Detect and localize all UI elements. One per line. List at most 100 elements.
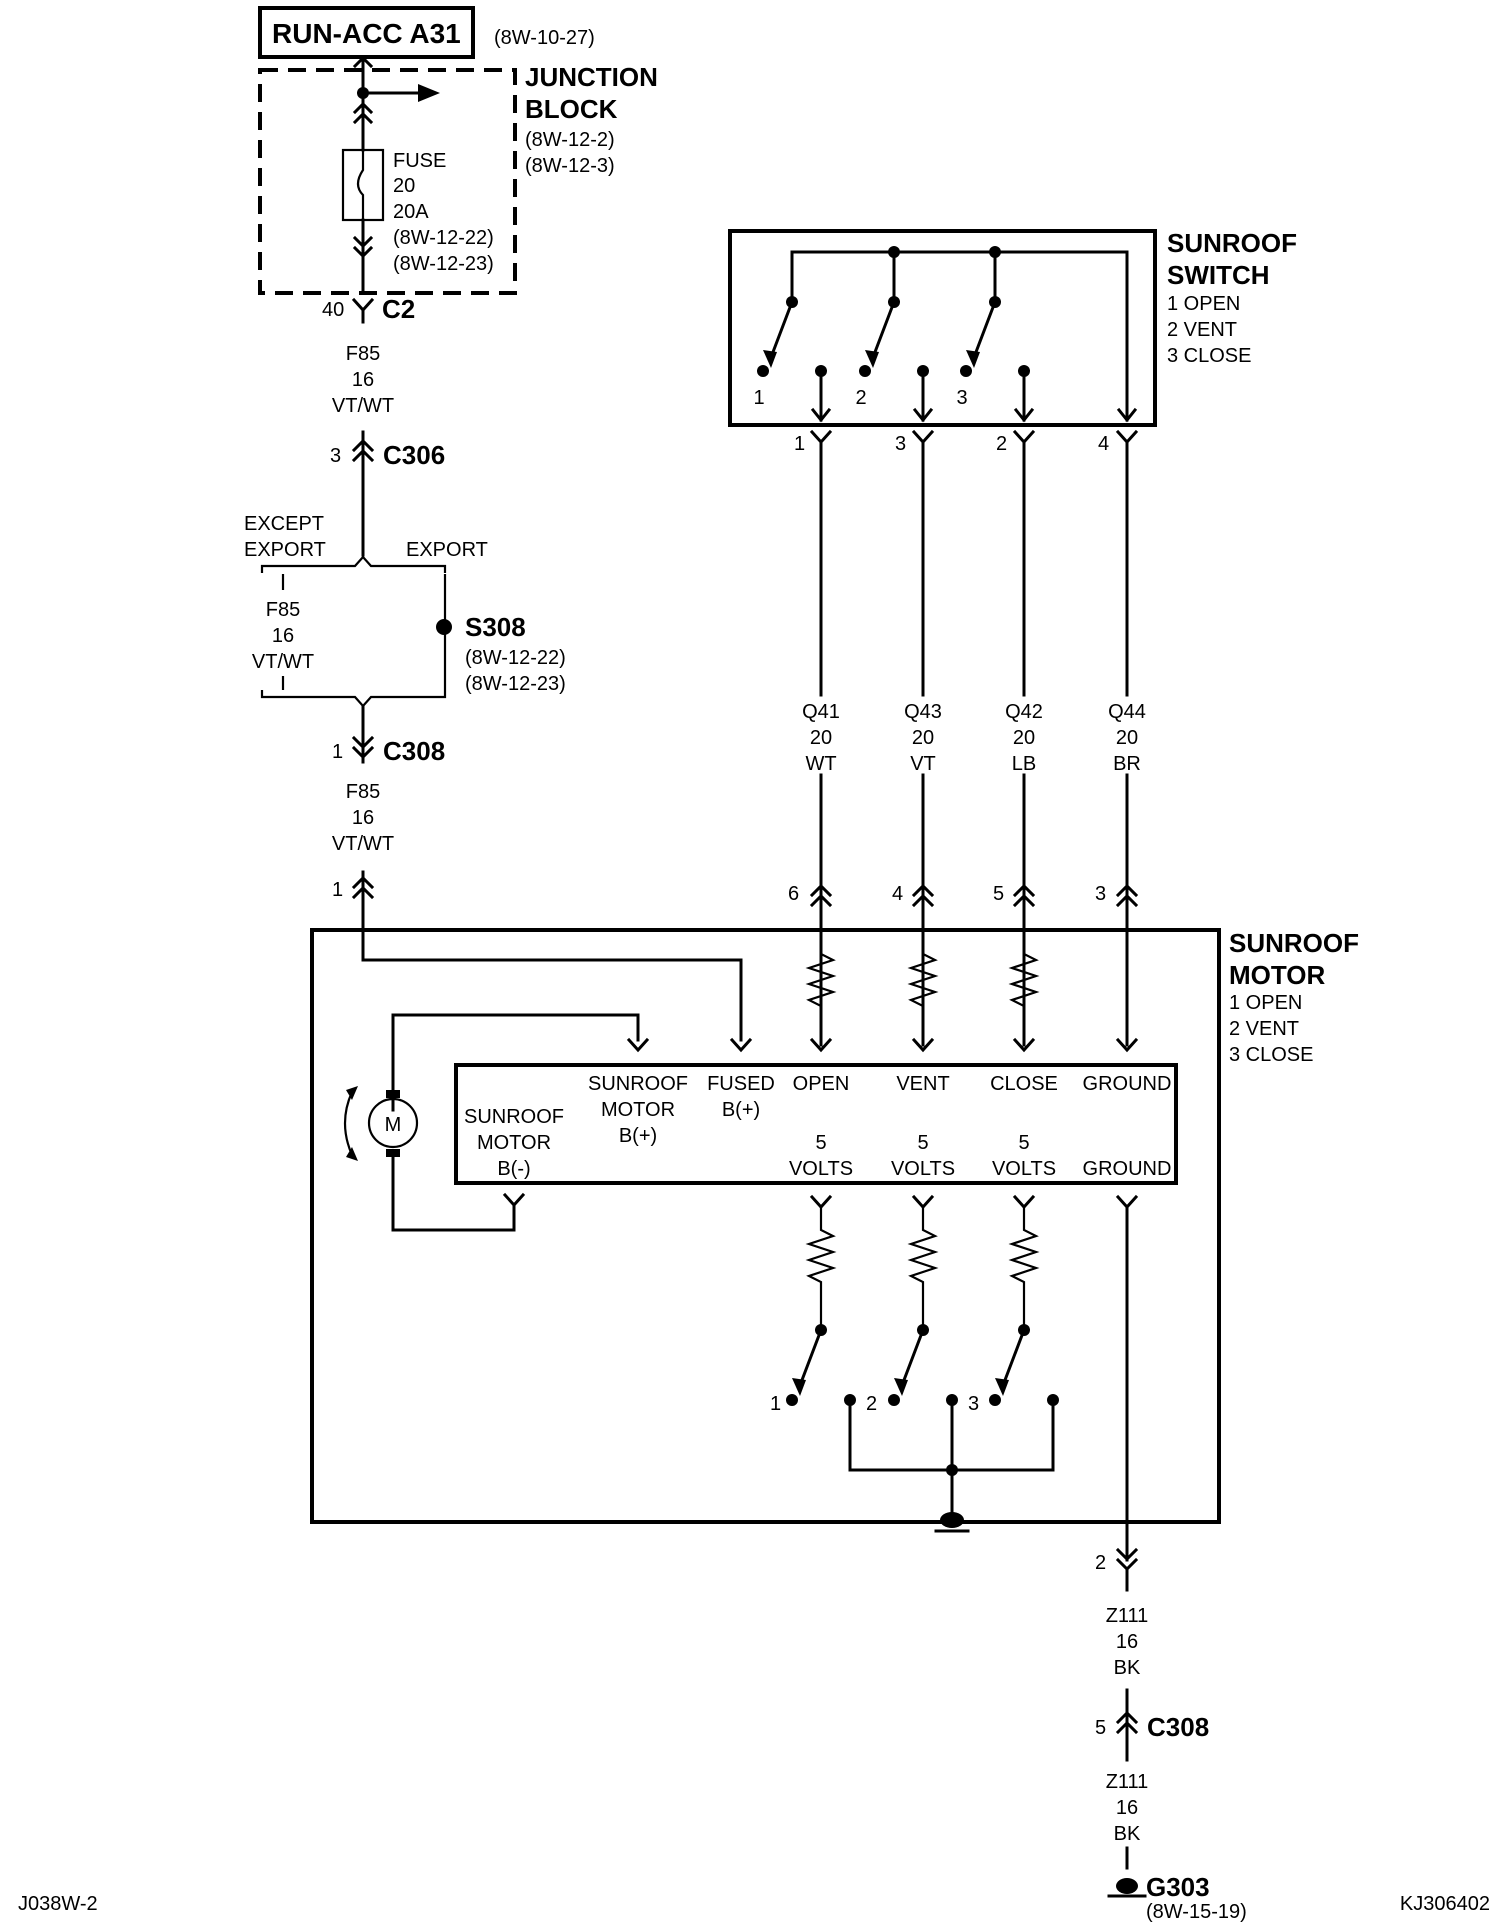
- wire-circuit: Z111: [1106, 1605, 1149, 1627]
- branch-wire-circuit: F85: [266, 599, 300, 621]
- power-label: RUN-ACC A31: [272, 18, 461, 49]
- volts-unit: VOLTS: [789, 1158, 853, 1180]
- switch-wire-q42: Q42 20 LB 5: [993, 440, 1043, 1047]
- input-close: CLOSE: [990, 1073, 1058, 1095]
- c2-pin: 40: [322, 299, 344, 321]
- wire-f85-mid-label: F85 16 VT/WT: [332, 781, 394, 855]
- junction-block-ref2: (8W-12-3): [525, 155, 615, 177]
- motor-pin: 3: [1095, 883, 1106, 905]
- internal-contact-2: [844, 1324, 929, 1406]
- junction-block: JUNCTION BLOCK (8W-12-2) (8W-12-3) FUSE …: [258, 55, 658, 295]
- switch-contact-1: [757, 296, 827, 422]
- wire-gauge: 20: [1116, 727, 1138, 749]
- wire-color: WT: [805, 753, 836, 775]
- switch-legend-2: 2 VENT: [1167, 319, 1237, 341]
- connector-c308-top: 1 C308: [332, 704, 445, 766]
- wire-gauge: 16: [352, 369, 374, 391]
- switch-wire-q44: Q44 20 BR 3: [1095, 440, 1146, 1047]
- pos-label-line3: B(+): [619, 1125, 657, 1147]
- wire-circuit: F85: [346, 781, 380, 803]
- switch-pin-1: 1: [794, 433, 805, 455]
- wire-gauge: 16: [352, 807, 374, 829]
- input-vent: VENT: [896, 1073, 949, 1095]
- internal-contact-label-3: 3: [968, 1393, 979, 1415]
- wire-circuit: Q41: [802, 701, 840, 723]
- switch-pin-2: 2: [996, 433, 1007, 455]
- motor-legend-2: 2 VENT: [1229, 1018, 1299, 1040]
- motor-legend-3: 3 CLOSE: [1229, 1044, 1313, 1066]
- volts-unit: VOLTS: [992, 1158, 1056, 1180]
- wire-color: BK: [1114, 1823, 1141, 1845]
- sunroof-motor: SUNROOF MOTOR 1 OPEN 2 VENT 3 CLOSE M: [310, 928, 1359, 1562]
- motor-name-line2: MOTOR: [1229, 960, 1326, 990]
- case-ground-icon: [940, 1512, 964, 1528]
- footer-right-code: KJ306402: [1400, 1893, 1490, 1915]
- switch-legend-3: 3 CLOSE: [1167, 345, 1251, 367]
- power-ref: (8W-10-27): [494, 27, 595, 49]
- fuse-ref1: (8W-12-22): [393, 227, 494, 249]
- wire-f85-top-label: F85 16 VT/WT: [332, 343, 394, 417]
- wire-circuit: F85: [346, 343, 380, 365]
- junction-block-name-line1: JUNCTION: [525, 62, 658, 92]
- wire-color: VT: [910, 753, 936, 775]
- fused-label-line1: FUSED: [707, 1073, 775, 1095]
- switch-name-line1: SUNROOF: [1167, 228, 1297, 258]
- volts-num: 5: [815, 1132, 826, 1154]
- switch-contact-label-2: 2: [855, 387, 866, 409]
- export-label: EXPORT: [406, 539, 488, 561]
- fuse-rating: 20A: [393, 201, 429, 223]
- splice-ref1: (8W-12-22): [465, 647, 566, 669]
- pos-label-line1: SUNROOF: [588, 1073, 688, 1095]
- sunroof-switch: SUNROOF SWITCH 1 OPEN 2 VENT 3 CLOSE: [728, 228, 1297, 427]
- switch-pin-3: 3: [895, 433, 906, 455]
- internal-contact-label-2: 2: [866, 1393, 877, 1415]
- wire-circuit: Q44: [1108, 701, 1146, 723]
- ground-ref: (8W-15-19): [1146, 1901, 1247, 1922]
- wire-gauge: 20: [912, 727, 934, 749]
- internal-contact-3: [946, 1324, 1059, 1406]
- c306-name: C306: [383, 440, 445, 470]
- connector-c2: 40 C2: [322, 294, 415, 324]
- motor-icon: M: [385, 1114, 402, 1136]
- connector-c306: 3 C306: [330, 430, 445, 557]
- input-ground: GROUND: [1083, 1073, 1172, 1095]
- ground-out-pin: 2: [1095, 1552, 1106, 1574]
- motor-pin: 4: [892, 883, 903, 905]
- motor-pin: 6: [788, 883, 799, 905]
- export-branch: EXCEPT EXPORT EXPORT F85 16 VT/WT S308 (…: [244, 513, 566, 708]
- wire-gauge: 20: [1013, 727, 1035, 749]
- pos-label-line2: MOTOR: [601, 1099, 675, 1121]
- c2-name: C2: [382, 294, 415, 324]
- c308-bottom-name: C308: [1147, 1712, 1209, 1742]
- switch-contact-label-3: 3: [956, 387, 967, 409]
- volts-unit: VOLTS: [891, 1158, 955, 1180]
- motor-module: [454, 1063, 1178, 1185]
- switch-wire-q41: Q41 20 WT 6: [788, 440, 840, 1047]
- resistor-icon: [805, 945, 837, 1040]
- resistor-icon: [1008, 945, 1040, 1040]
- wire-circuit: Z111: [1106, 1771, 1149, 1793]
- fuse-number: 20: [393, 175, 415, 197]
- motor-name-line1: SUNROOF: [1229, 928, 1359, 958]
- switch-contact-2: [859, 296, 929, 422]
- switch-legend-1: 1 OPEN: [1167, 293, 1240, 315]
- junction-block-name-line2: BLOCK: [525, 94, 618, 124]
- wire-gauge: 20: [810, 727, 832, 749]
- c308-bottom-pin: 5: [1095, 1717, 1106, 1739]
- motor-symbol: M: [343, 1013, 650, 1232]
- motor-feed-connector: 1: [332, 870, 753, 1053]
- ground-icon: [1116, 1878, 1138, 1894]
- input-open: OPEN: [793, 1073, 850, 1095]
- ground-point: G303 (8W-15-19): [1107, 1846, 1247, 1922]
- c308-top-pin: 1: [332, 741, 343, 763]
- except-label-line1: EXCEPT: [244, 513, 324, 535]
- wire-color: BR: [1113, 753, 1141, 775]
- ground-name: G303: [1146, 1872, 1210, 1902]
- splice-ref2: (8W-12-23): [465, 673, 566, 695]
- motor-in-pin: 1: [332, 879, 343, 901]
- branch-wire-gauge: 16: [272, 625, 294, 647]
- wire-color: VT/WT: [332, 395, 394, 417]
- volts-num: 5: [1018, 1132, 1029, 1154]
- wire-z111-b-label: Z111 16 BK: [1106, 1771, 1149, 1845]
